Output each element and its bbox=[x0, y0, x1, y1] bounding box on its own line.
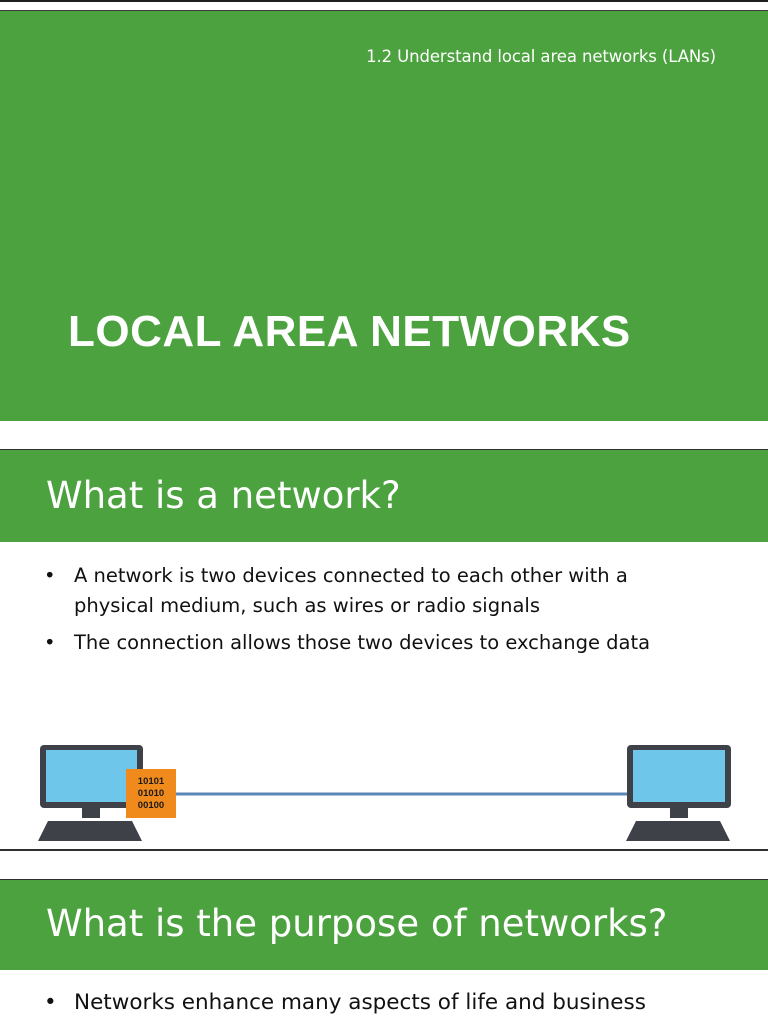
network-slide: What is a network? • A network is two de… bbox=[0, 449, 768, 851]
bullet-item: • A network is two devices connected to … bbox=[44, 561, 724, 621]
computer-icon bbox=[38, 745, 143, 841]
slide-heading: What is a network? bbox=[46, 474, 401, 517]
bullet-marker: • bbox=[44, 990, 57, 1015]
top-divider bbox=[0, 0, 768, 10]
bullet-marker: • bbox=[44, 564, 56, 587]
slide-title: LOCAL AREA NETWORKS bbox=[68, 307, 631, 356]
bullet-text-line: A network is two devices connected to ea… bbox=[74, 564, 628, 587]
packet-bits-line: 00100 bbox=[138, 800, 164, 811]
data-packet-icon: 10101 01010 00100 bbox=[126, 769, 176, 818]
packet-bits-line: 01010 bbox=[138, 788, 164, 799]
title-slide: 1.2 Understand local area networks (LANs… bbox=[0, 10, 768, 421]
bullet-item: • The connection allows those two device… bbox=[44, 628, 724, 658]
bullet-list: • Networks enhance many aspects of life … bbox=[44, 988, 744, 1024]
packet-bits-line: 10101 bbox=[138, 776, 165, 787]
slide-subtitle: 1.2 Understand local area networks (LANs… bbox=[366, 47, 716, 66]
network-diagram: 10101 01010 00100 bbox=[38, 745, 731, 841]
bullet-text-line: The connection allows those two devices … bbox=[74, 631, 651, 654]
slide-header: What is a network? bbox=[0, 450, 768, 542]
purpose-slide: What is the purpose of networks? • Netwo… bbox=[0, 879, 768, 1024]
bullet-text-line: physical medium, such as wires or radio … bbox=[74, 594, 540, 617]
bullet-marker: • bbox=[44, 631, 56, 654]
slide-header: What is the purpose of networks? bbox=[0, 880, 768, 970]
slide-heading: What is the purpose of networks? bbox=[46, 902, 668, 945]
bullet-text: Networks enhance many aspects of life an… bbox=[74, 990, 646, 1015]
computer-icon bbox=[626, 745, 731, 841]
bullet-item: • Networks enhance many aspects of life … bbox=[44, 988, 744, 1018]
bullet-list: • A network is two devices connected to … bbox=[44, 561, 724, 665]
